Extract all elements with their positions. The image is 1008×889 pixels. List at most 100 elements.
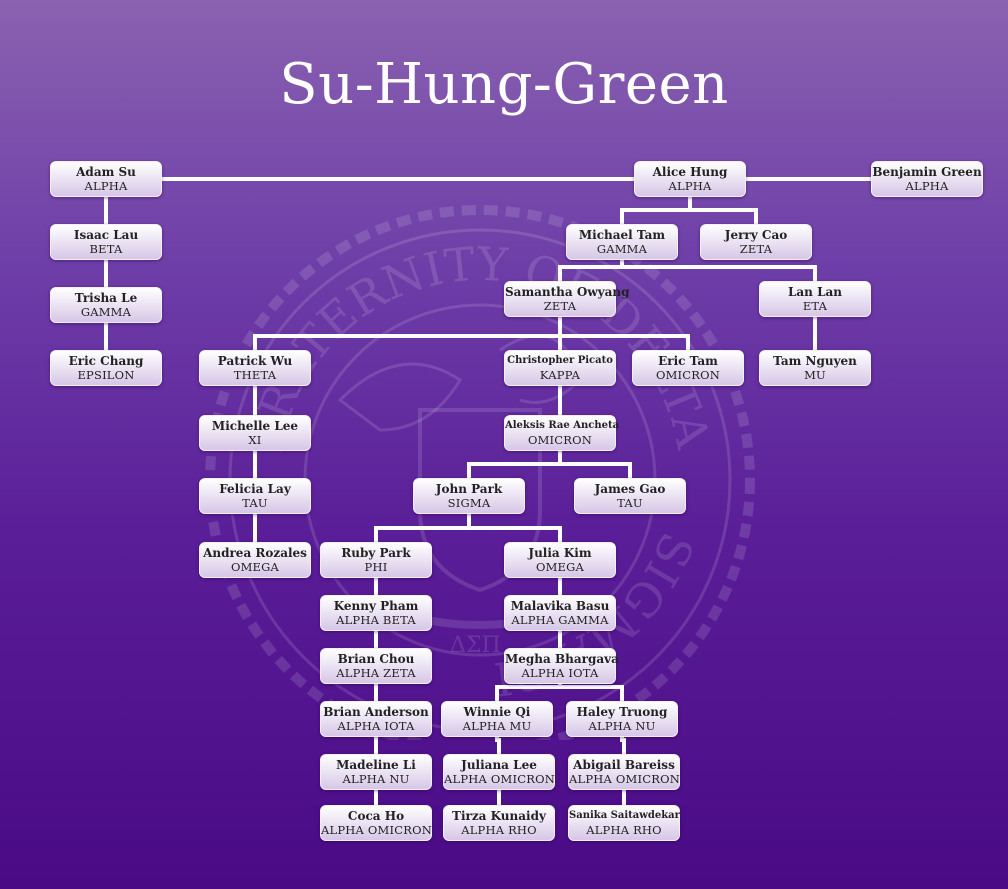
member-name: Christopher Picato bbox=[507, 355, 613, 366]
member-name: Malavika Basu bbox=[510, 599, 610, 613]
member-name: Coca Ho bbox=[347, 809, 405, 823]
member-name: Trisha Le bbox=[74, 291, 138, 305]
member-name: Eric Chang bbox=[68, 354, 144, 368]
member-class: ALPHA IOTA bbox=[521, 666, 599, 680]
member-class: ALPHA OMICRON bbox=[444, 772, 555, 786]
member-name: John Park bbox=[435, 482, 503, 496]
member-class: MU bbox=[804, 368, 826, 382]
member-name: Alice Hung bbox=[652, 165, 728, 179]
member-name: Julia Kim bbox=[528, 546, 592, 560]
member-class: XI bbox=[248, 433, 262, 447]
member-name: Megha Bhargava bbox=[505, 652, 619, 666]
member-class: TAU bbox=[242, 496, 268, 510]
member-name: Aleksis Rae Ancheta bbox=[505, 420, 620, 431]
member-class: TAU bbox=[617, 496, 643, 510]
member-name: Samantha Owyang bbox=[505, 285, 630, 299]
member-class: ALPHA bbox=[84, 179, 128, 193]
member-class: ZETA bbox=[543, 299, 577, 313]
member-name: Adam Su bbox=[76, 165, 136, 179]
member-name: Michael Tam bbox=[578, 228, 666, 242]
member-class: ALPHA GAMMA bbox=[511, 613, 609, 627]
member-class: ALPHA BETA bbox=[336, 613, 416, 627]
member-class: SIGMA bbox=[447, 496, 491, 510]
member-class: ALPHA MU bbox=[462, 719, 532, 733]
member-name: Felicia Lay bbox=[219, 482, 291, 496]
member-class: ALPHA NU bbox=[342, 772, 410, 786]
member-class: OMICRON bbox=[527, 433, 593, 447]
member-class: ALPHA RHO bbox=[461, 823, 537, 837]
member-name: James Gao bbox=[594, 482, 666, 496]
member-class: EPSILON bbox=[77, 368, 135, 382]
member-name: Isaac Lau bbox=[73, 228, 139, 242]
member-name: Abigail Bareiss bbox=[573, 758, 675, 772]
member-name: Ruby Park bbox=[341, 546, 411, 560]
member-name: Jerry Cao bbox=[724, 228, 788, 242]
member-name: Winnie Qi bbox=[463, 705, 531, 719]
member-class: KAPPA bbox=[539, 368, 581, 382]
member-name: Patrick Wu bbox=[217, 354, 293, 368]
member-class: ALPHA NU bbox=[588, 719, 656, 733]
member-class: ZETA bbox=[739, 242, 773, 256]
member-class: ETA bbox=[802, 299, 828, 313]
member-class: PHI bbox=[364, 560, 388, 574]
member-name: Andrea Rozales bbox=[203, 546, 307, 560]
member-name: Brian Anderson bbox=[323, 705, 429, 719]
member-name: Michelle Lee bbox=[211, 419, 299, 433]
member-class: ALPHA OMICRON bbox=[569, 772, 680, 786]
member-name: Benjamin Green bbox=[872, 165, 982, 179]
seal-ribbon-text: ΔΣΠ bbox=[450, 633, 501, 658]
member-class: ALPHA bbox=[905, 179, 949, 193]
member-class: OMICRON bbox=[655, 368, 721, 382]
member-class: ALPHA IOTA bbox=[337, 719, 415, 733]
member-name: Tam Nguyen bbox=[773, 354, 857, 368]
member-class: GAMMA bbox=[80, 305, 132, 319]
member-class: GAMMA bbox=[596, 242, 648, 256]
member-class: ALPHA ZETA bbox=[336, 666, 416, 680]
member-class: OMEGA bbox=[230, 560, 280, 574]
member-name: Juliana Lee bbox=[461, 758, 537, 772]
member-name: Brian Chou bbox=[337, 652, 415, 666]
member-name: Haley Truong bbox=[576, 705, 668, 719]
member-name: Kenny Pham bbox=[333, 599, 419, 613]
member-name: Eric Tam bbox=[658, 354, 718, 368]
page-title: Su-Hung-Green bbox=[279, 52, 729, 117]
member-class: THETA bbox=[233, 368, 277, 382]
member-class: OMEGA bbox=[535, 560, 585, 574]
member-class: BETA bbox=[89, 242, 123, 256]
member-class: ALPHA OMICRON bbox=[321, 823, 432, 837]
member-name: Tirza Kunaidy bbox=[452, 809, 546, 823]
member-class: ALPHA bbox=[668, 179, 712, 193]
